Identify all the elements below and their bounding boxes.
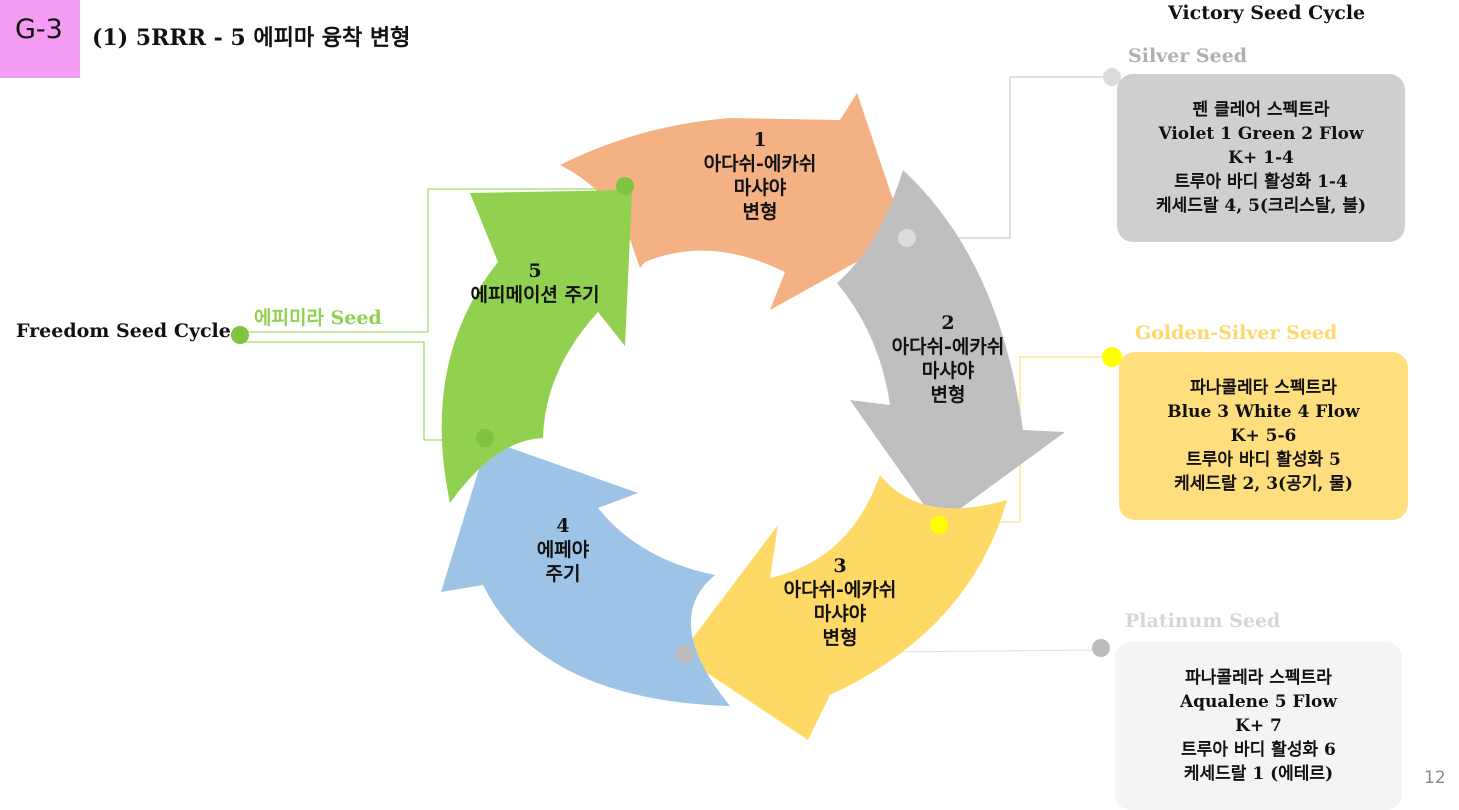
info-line: Violet 1 Green 2 Flow: [1158, 124, 1364, 144]
cycle-step-5-label: 5 에피메이션 주기: [455, 259, 615, 307]
slide-title: (1) 5RRR - 5 에피마 융착 변형: [92, 25, 411, 51]
info-line: K+ 7: [1235, 716, 1282, 736]
platinum-dot-end: [1092, 639, 1110, 657]
golden-silver-seed-box: 파나콜레타 스펙트라 Blue 3 White 4 Flow K+ 5-6 트루…: [1119, 352, 1408, 520]
step-number: 3: [833, 555, 847, 577]
silver-seed-title: Silver Seed: [1128, 45, 1248, 67]
step-text: 마샤야: [921, 360, 975, 382]
info-line: 트루아 바디 활성화 6: [1181, 740, 1336, 760]
platinum-seed-title: Platinum Seed: [1125, 610, 1281, 632]
ephemira-dot-lower: [476, 429, 494, 447]
step-text: 변형: [930, 384, 966, 406]
slide-tag-label: G-3: [15, 14, 63, 45]
info-line: 케세드랄 2, 3(공기, 물): [1174, 474, 1353, 494]
step-text: 마샤야: [813, 603, 867, 625]
info-line: 파나콜레라 스펙트라: [1185, 668, 1332, 688]
step-text: 변형: [742, 201, 778, 223]
step-number: 2: [941, 312, 955, 334]
info-line: 트루아 바디 활성화 1-4: [1174, 172, 1348, 192]
step-text: 주기: [545, 563, 581, 585]
step-number: 5: [528, 260, 542, 282]
cycle-arrow-1: [560, 93, 905, 310]
ephemira-connector-upper: [240, 188, 625, 333]
cycle-arrow-5: [441, 190, 632, 503]
step-number: 4: [556, 515, 570, 537]
info-line: 트루아 바디 활성화 5: [1186, 450, 1341, 470]
freedom-seed-cycle-title: Freedom Seed Cycle: [16, 320, 231, 342]
freedom-dot: [231, 326, 249, 344]
info-line: Aqualene 5 Flow: [1179, 692, 1338, 712]
step-number: 1: [753, 129, 767, 151]
platinum-dot-start: [676, 645, 694, 663]
info-line: K+ 5-6: [1230, 426, 1297, 446]
platinum-seed-box: 파나콜레라 스펙트라 Aqualene 5 Flow K+ 7 트루아 바디 활…: [1115, 642, 1402, 810]
cycle-arrow-3: [680, 475, 1007, 740]
cycle-step-3-label: 3 아다쉬-에카쉬 마샤야 변형: [760, 554, 920, 650]
page-number: 12: [1424, 768, 1446, 788]
victory-seed-cycle-title: Victory Seed Cycle: [1168, 2, 1366, 24]
info-line: Blue 3 White 4 Flow: [1167, 402, 1360, 422]
info-line: 케세드랄 4, 5(크리스탈, 불): [1155, 196, 1367, 216]
golden-dot-end: [1102, 347, 1122, 367]
slide-tag: G-3: [0, 0, 80, 78]
cycle-step-1-label: 1 아다쉬-에카쉬 마샤야 변형: [680, 128, 840, 224]
cycle-arrow-4: [441, 440, 730, 706]
cycle-step-4-label: 4 에페야 주기: [503, 514, 623, 586]
info-line: K+ 1-4: [1228, 148, 1294, 168]
step-text: 에페야: [536, 539, 590, 561]
cycle-arrow-2: [837, 170, 1065, 525]
silver-seed-box: 펜 클레어 스펙트라 Violet 1 Green 2 Flow K+ 1-4 …: [1117, 74, 1405, 242]
ephemira-dot-upper: [616, 177, 634, 195]
info-line: 케세드랄 1 (에테르): [1183, 764, 1334, 784]
silver-dot-start: [898, 229, 916, 247]
step-text: 아다쉬-에카쉬: [703, 153, 817, 175]
silver-dot-end: [1103, 68, 1121, 86]
step-text: 에피메이션 주기: [470, 284, 600, 306]
golden-silver-seed-title: Golden-Silver Seed: [1135, 322, 1338, 344]
step-text: 마샤야: [733, 177, 787, 199]
cycle-step-2-label: 2 아다쉬-에카쉬 마샤야 변형: [868, 311, 1028, 407]
info-line: 펜 클레어 스펙트라: [1192, 100, 1330, 120]
golden-dot-start: [930, 516, 948, 534]
step-text: 변형: [822, 627, 858, 649]
step-text: 아다쉬-에카쉬: [783, 579, 897, 601]
step-text: 아다쉬-에카쉬: [891, 336, 1005, 358]
info-line: 파나콜레타 스펙트라: [1190, 378, 1337, 398]
ephemira-seed-label: 에피미라 Seed: [254, 307, 382, 329]
